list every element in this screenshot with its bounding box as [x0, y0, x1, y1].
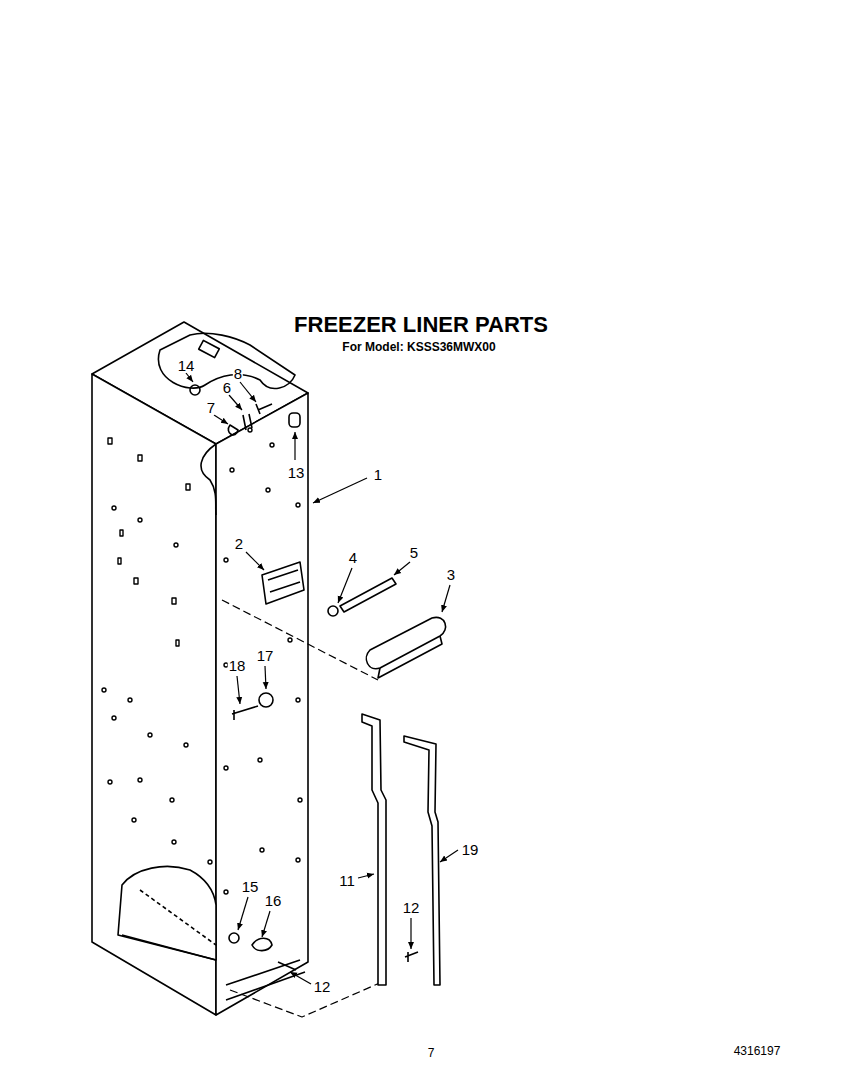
callout-number: 2 [234, 536, 244, 551]
callout-number: 18 [228, 658, 247, 673]
model-note: For Model: KSSS36MWX00 [341, 341, 496, 353]
callout-number: 5 [409, 545, 419, 560]
callout-number: 15 [241, 879, 260, 894]
callout-number: 12 [402, 900, 421, 915]
callout-number: 14 [177, 358, 196, 373]
callout-number: 12 [313, 979, 332, 994]
page-number: 7 [427, 1047, 436, 1059]
callout-number: 3 [446, 567, 456, 582]
callout-number: 8 [233, 366, 243, 381]
callout-number: 17 [256, 648, 275, 663]
callout-number: 19 [461, 842, 480, 857]
callout-number: 11 [338, 873, 356, 888]
callout-number: 16 [264, 893, 283, 908]
diagram-title: FREEZER LINER PARTS [293, 314, 549, 336]
callout-number: 7 [206, 400, 216, 415]
callout-number: 4 [348, 550, 358, 565]
callout-number: 1 [373, 467, 383, 482]
drawing-number: 4316197 [733, 1045, 782, 1057]
callout-number: 13 [287, 465, 306, 480]
callout-number: 6 [222, 380, 232, 395]
